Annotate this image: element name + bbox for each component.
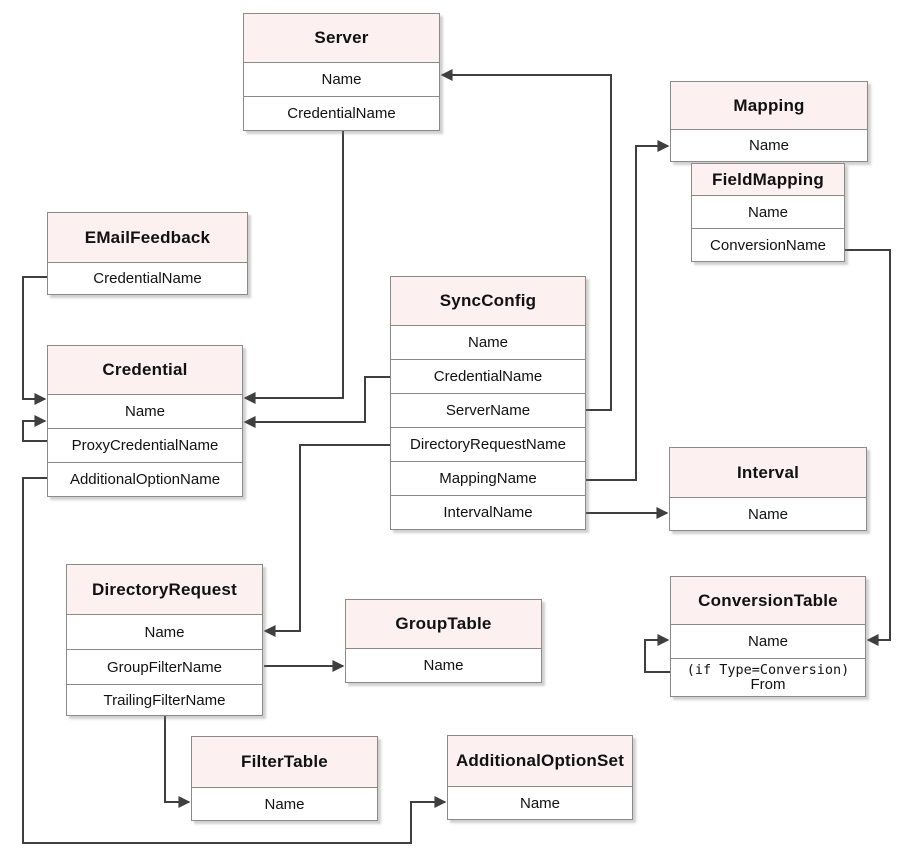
- entity-conversiontable-title: ConversionTable: [671, 577, 865, 624]
- connector-directoryrequest-to-filtertable-name: [164, 714, 191, 808]
- entity-directoryrequest-row-name: Name: [67, 614, 262, 649]
- entity-server-row-name: Name: [244, 62, 439, 96]
- entity-mapping: Mapping Name: [670, 81, 868, 162]
- entity-fieldmapping-row-conversionname: ConversionName: [692, 228, 844, 261]
- entity-emailfeedback-row-credentialname: CredentialName: [48, 262, 247, 294]
- connector-syncconfig-to-credential-name: [243, 376, 390, 428]
- entity-interval-row-name: Name: [670, 497, 866, 530]
- entity-grouptable-title: GroupTable: [346, 600, 541, 648]
- entity-server-title: Server: [244, 14, 439, 62]
- entity-credential-row-name: Name: [48, 394, 242, 428]
- entity-fieldmapping-title: FieldMapping: [692, 164, 844, 195]
- entity-directoryrequest-row-trailingfiltername: TrailingFilterName: [67, 684, 262, 715]
- entity-syncconfig: SyncConfig Name CredentialName ServerNam…: [390, 276, 586, 530]
- entity-server-row-credentialname: CredentialName: [244, 96, 439, 130]
- entity-emailfeedback: EMailFeedback CredentialName: [47, 212, 248, 295]
- entity-syncconfig-row-servername: ServerName: [391, 393, 585, 427]
- entity-mapping-title: Mapping: [671, 82, 867, 129]
- entity-additionaloptionset-title: AdditionalOptionSet: [448, 736, 632, 786]
- entity-additionaloptionset: AdditionalOptionSet Name: [447, 735, 633, 820]
- entity-fieldmapping: FieldMapping Name ConversionName: [691, 163, 845, 262]
- entity-syncconfig-row-credentialname: CredentialName: [391, 359, 585, 393]
- connector-conversiontable-from-self-loop: [644, 634, 670, 673]
- conversiontable-from-field: From: [750, 675, 786, 693]
- connector-syncconfig-to-mapping-name: [586, 140, 670, 481]
- connector-credential-proxy-self-loop: [22, 415, 47, 442]
- entity-credential-title: Credential: [48, 346, 242, 394]
- entity-credential-row-additionaloptionname: AdditionalOptionName: [48, 462, 242, 496]
- entity-directoryrequest: DirectoryRequest Name GroupFilterName Tr…: [66, 564, 263, 716]
- entity-emailfeedback-title: EMailFeedback: [48, 213, 247, 262]
- entity-fieldmapping-row-name: Name: [692, 195, 844, 228]
- entity-server: Server Name CredentialName: [243, 13, 440, 131]
- entity-conversiontable-row-name: Name: [671, 624, 865, 658]
- entity-mapping-row-name: Name: [671, 129, 867, 161]
- entity-filtertable-row-name: Name: [192, 787, 377, 820]
- entity-credential: Credential Name ProxyCredentialName Addi…: [47, 345, 243, 497]
- entity-syncconfig-row-directoryrequestname: DirectoryRequestName: [391, 427, 585, 461]
- entity-interval: Interval Name: [669, 447, 867, 531]
- entity-filtertable-title: FilterTable: [192, 737, 377, 787]
- entity-filtertable: FilterTable Name: [191, 736, 378, 821]
- entity-grouptable: GroupTable Name: [345, 599, 542, 683]
- entity-additionaloptionset-row-name: Name: [448, 786, 632, 819]
- entity-grouptable-row-name: Name: [346, 648, 541, 682]
- entity-syncconfig-title: SyncConfig: [391, 277, 585, 325]
- entity-conversiontable-row-from: (if Type=Conversion) From: [671, 658, 865, 696]
- connector-server-to-credential-name: [243, 130, 344, 404]
- entity-syncconfig-row-intervalname: IntervalName: [391, 495, 585, 529]
- entity-syncconfig-row-mappingname: MappingName: [391, 461, 585, 495]
- connector-emailfeedback-to-credential-name: [22, 276, 47, 405]
- entity-directoryrequest-title: DirectoryRequest: [67, 565, 262, 614]
- entity-directoryrequest-row-groupfiltername: GroupFilterName: [67, 649, 262, 684]
- entity-syncconfig-row-name: Name: [391, 325, 585, 359]
- entity-interval-title: Interval: [670, 448, 866, 497]
- conversiontable-condition-text: (if Type=Conversion): [686, 661, 850, 678]
- entity-credential-row-proxycredentialname: ProxyCredentialName: [48, 428, 242, 462]
- entity-conversiontable: ConversionTable Name (if Type=Conversion…: [670, 576, 866, 697]
